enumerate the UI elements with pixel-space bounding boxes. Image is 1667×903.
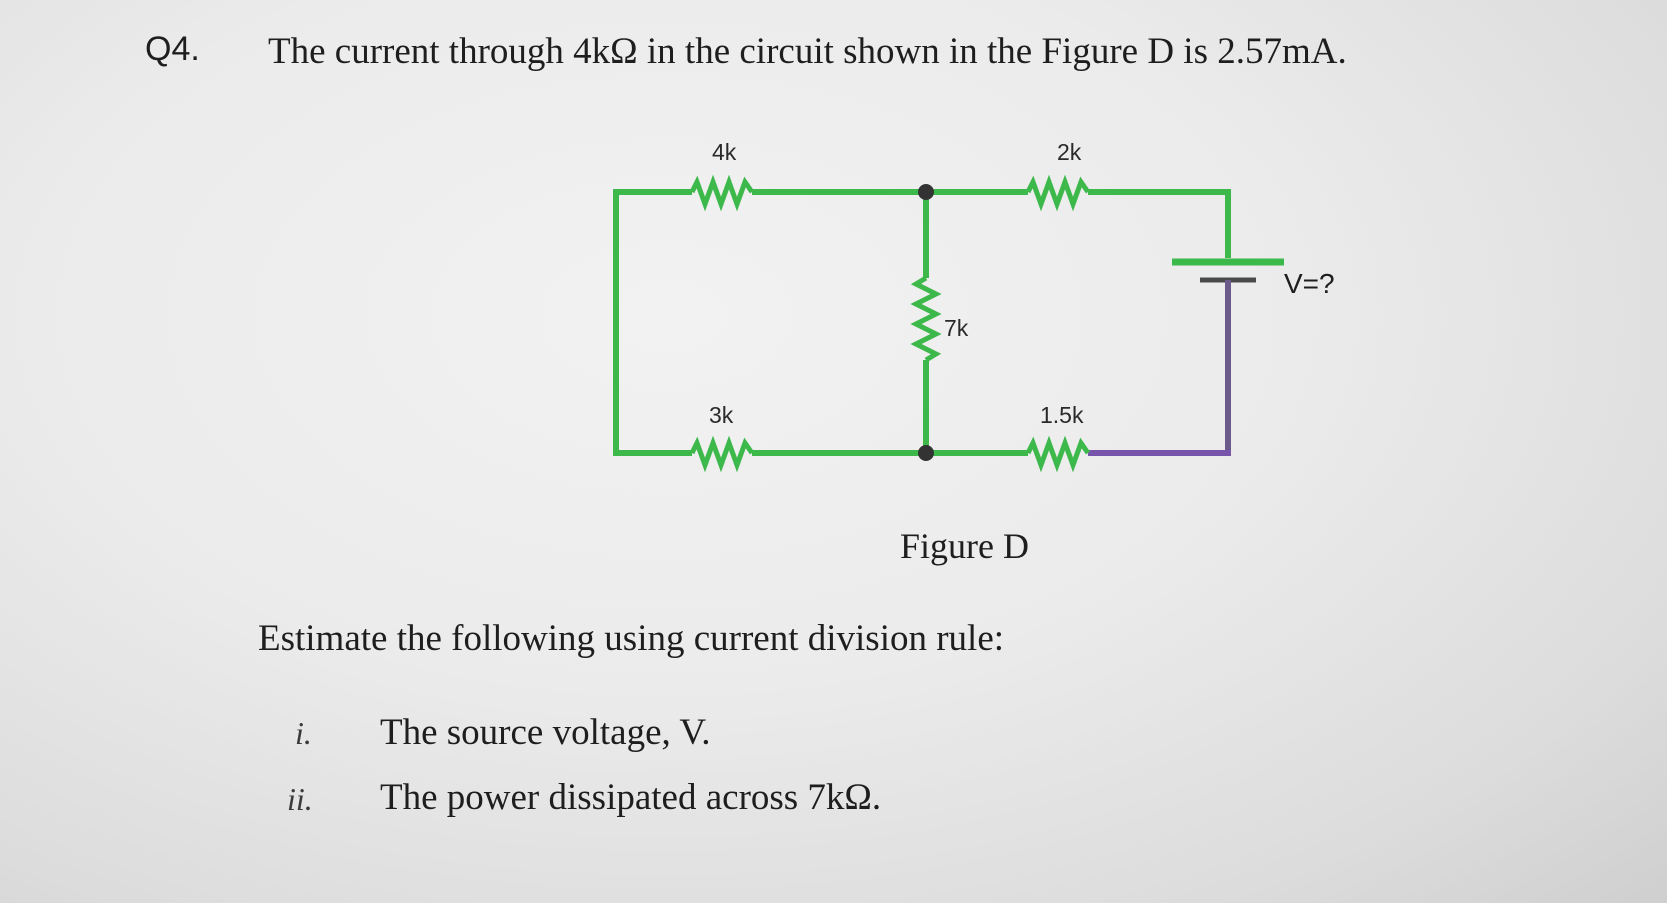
resistor-4k (689, 174, 755, 212)
figure-caption: Figure D (900, 526, 1029, 566)
node-top (918, 184, 934, 200)
instruction-text: Estimate the following using current div… (258, 618, 1005, 659)
wire-left (613, 189, 692, 455)
question-text: The current through 4kΩ in the circuit s… (268, 31, 1347, 72)
item-text-i: The source voltage, V. (380, 712, 711, 753)
item-number-i: i. (295, 715, 312, 751)
label-3k: 3k (709, 402, 734, 428)
item-text-ii: The power dissipated across 7kΩ. (380, 777, 882, 818)
node-bottom (918, 445, 934, 461)
label-4k: 4k (712, 139, 737, 165)
resistor-7k (910, 275, 942, 363)
label-2k: 2k (1057, 139, 1082, 165)
item-number-ii: ii. (287, 781, 313, 817)
wire-top-right (1088, 189, 1231, 258)
source-voltage-label: V=? (1284, 268, 1335, 299)
resistor-2k (1025, 174, 1091, 212)
resistor-1-5k (1025, 435, 1091, 473)
question-number: Q4. (145, 30, 200, 68)
resistor-3k (689, 435, 755, 473)
label-1-5k: 1.5k (1040, 402, 1084, 428)
label-7k: 7k (944, 315, 969, 341)
